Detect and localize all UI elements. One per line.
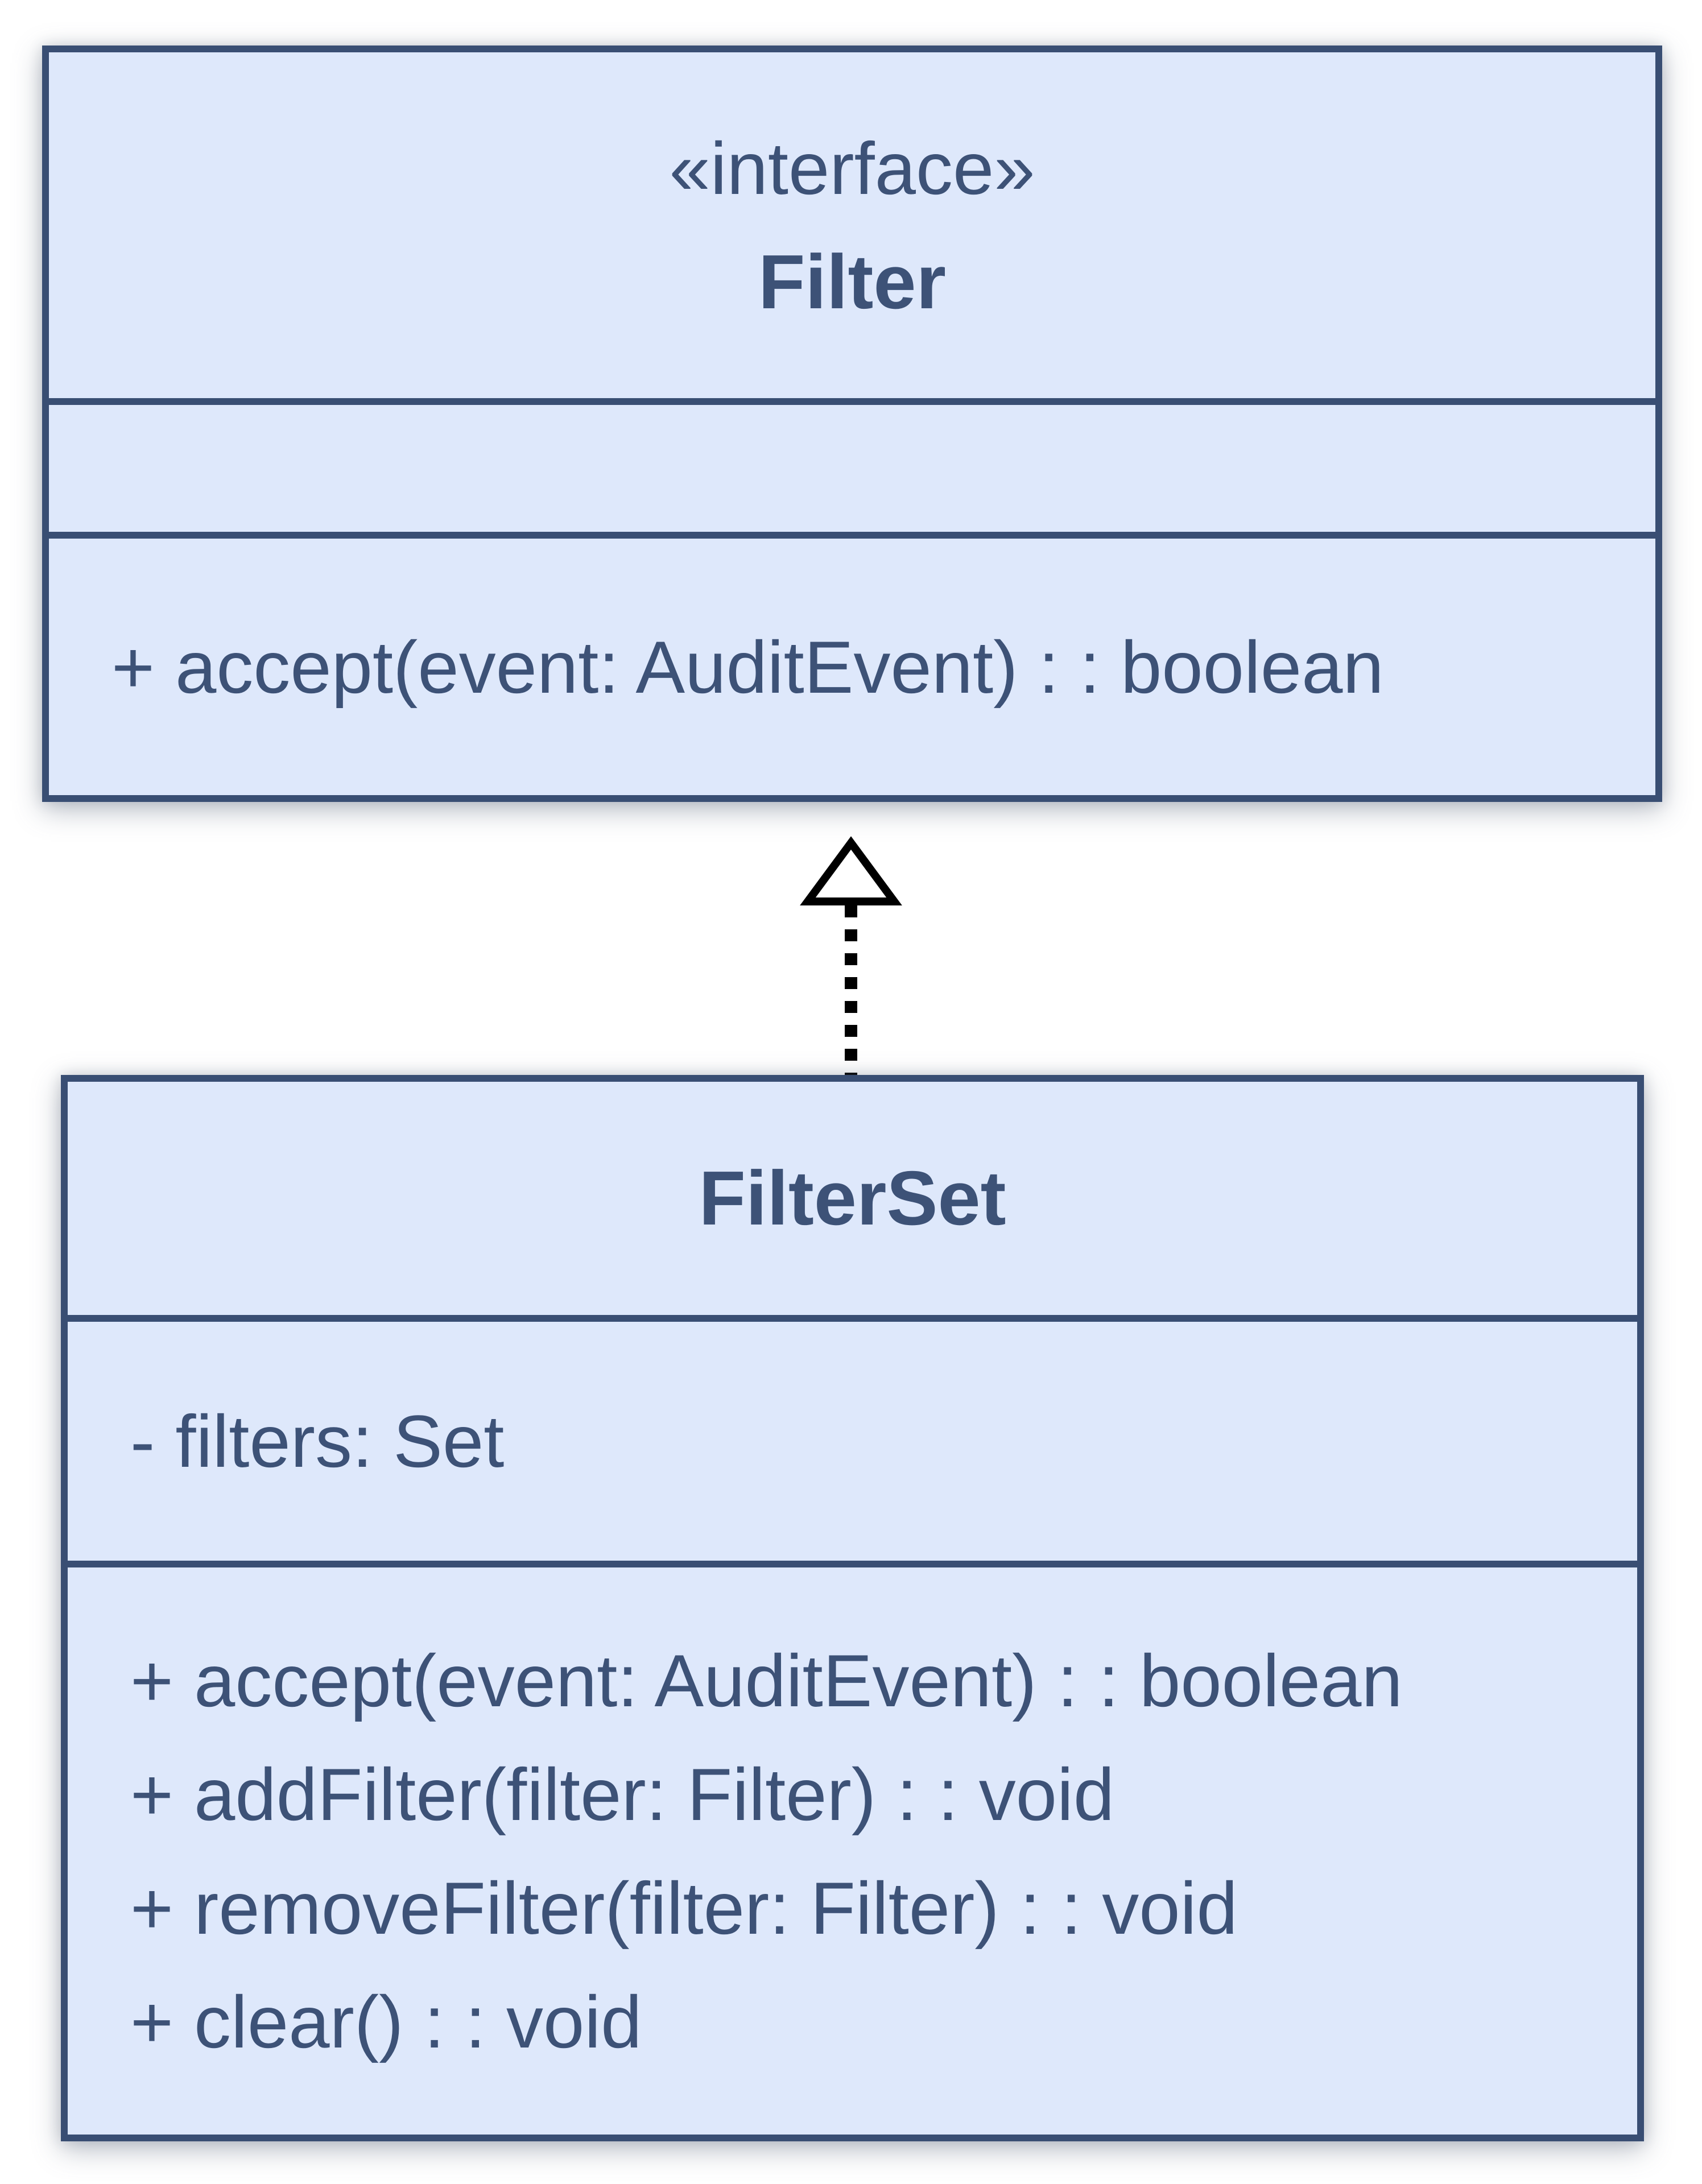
method-item: + accept(event: AuditEvent) : : boolean: [130, 1639, 1403, 1722]
class-box-filter[interactable]: «interface» Filter + accept(event: Audit…: [42, 46, 1662, 802]
hollow-triangle-arrowhead: [800, 836, 902, 905]
filterset-methods-compartment: + accept(event: AuditEvent) : : boolean +…: [68, 1561, 1637, 2135]
class-name-filterset: FilterSet: [699, 1155, 1006, 1241]
method-item: + clear() : : void: [130, 1980, 642, 2063]
class-name-filter: Filter: [758, 239, 947, 325]
filter-methods-compartment: + accept(event: AuditEvent) : : boolean: [49, 532, 1655, 795]
method-item: + addFilter(filter: Filter) : : void: [130, 1752, 1115, 1836]
filter-title-compartment: «interface» Filter: [49, 52, 1655, 398]
filter-attributes-compartment: [49, 398, 1655, 532]
realization-arrow: [800, 836, 902, 1079]
filterset-title-compartment: FilterSet: [68, 1082, 1637, 1315]
method-item: + removeFilter(filter: Filter) : : void: [130, 1866, 1238, 1950]
attribute-item: - filters: Set: [130, 1400, 505, 1483]
stereotype-label: «interface»: [669, 127, 1035, 210]
filterset-attributes-compartment: - filters: Set: [68, 1315, 1637, 1561]
class-box-filterset[interactable]: FilterSet - filters: Set + accept(event:…: [61, 1075, 1644, 2141]
method-item: + accept(event: AuditEvent) : : boolean: [111, 625, 1384, 709]
